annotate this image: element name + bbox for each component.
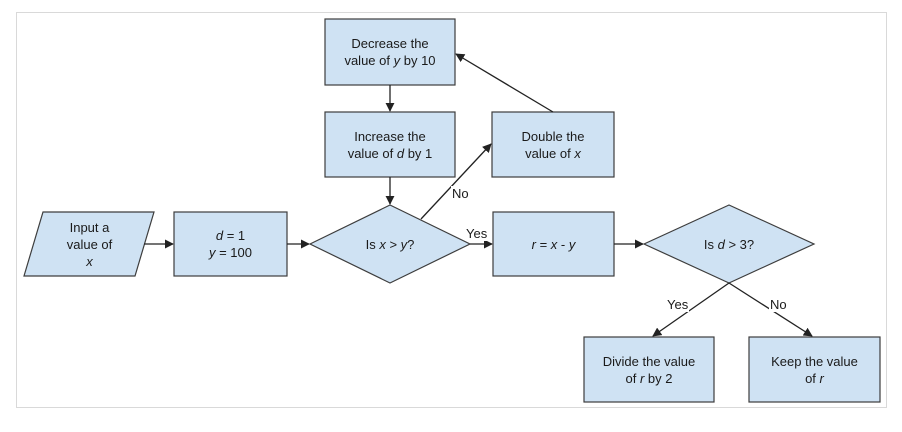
init-label: d = 1 y = 100: [174, 212, 287, 276]
init-d-var: d: [215, 228, 224, 243]
divide-line1: Divide the value: [602, 353, 696, 369]
decrease-label: Decrease the value of y by 10: [325, 19, 455, 85]
double-line1: Double the: [521, 128, 585, 144]
divide-r-box: [583, 336, 715, 403]
increase-line1: Increase the: [354, 128, 426, 144]
edge-label-xy-yes: Yes: [465, 226, 489, 241]
decision-d-post: > 3?: [724, 236, 755, 252]
increase-d-box: [324, 111, 456, 178]
arrow-double-to-decrease: [455, 53, 554, 113]
edge-label-d-yes: Yes: [666, 297, 690, 312]
rcalc-eq: =: [535, 236, 551, 252]
init-y-rest: = 100: [215, 245, 252, 260]
rcalc-minus: -: [557, 236, 569, 252]
divide-label: Divide the value of r by 2: [584, 337, 714, 402]
divide-pre: of: [625, 370, 640, 386]
keep-label: Keep the value of r: [749, 337, 880, 402]
input-var: x: [86, 253, 93, 269]
double-x-box: [491, 111, 615, 178]
keep-var: r: [819, 370, 824, 386]
keep-line1: Keep the value: [771, 353, 858, 369]
decision-xy-pre: Is: [365, 236, 380, 252]
double-label: Double the value of x: [492, 112, 614, 177]
decision-xy-y: y: [400, 236, 408, 252]
input-parallelogram: [23, 211, 155, 277]
double-var: x: [574, 145, 581, 161]
increase-post: by 1: [404, 145, 433, 161]
rcalc-r: r: [531, 236, 536, 252]
decrease-y-box: [324, 18, 456, 86]
edge-label-xy-no: No: [451, 186, 470, 201]
increase-var: d: [396, 145, 405, 161]
keep-r-box: [748, 336, 881, 403]
decision-xy-x: x: [379, 236, 386, 252]
init-y-var: y: [208, 245, 216, 260]
decrease-line1: Decrease the: [351, 36, 429, 51]
arrow-decision-no-to-double: [420, 143, 492, 220]
arrow-decision-d-yes-to-divide: [652, 282, 730, 337]
divide-post: by 2: [644, 370, 673, 386]
decision-d-var: d: [717, 236, 725, 252]
decision-d-label: Is d > 3?: [669, 226, 789, 262]
decrease-post: by 10: [400, 53, 436, 68]
rcalc-y: y: [568, 236, 576, 252]
decrease-pre: value of: [344, 53, 394, 68]
input-line1: Input a: [69, 219, 110, 235]
keep-pre: of: [805, 370, 820, 386]
divide-var: r: [639, 370, 645, 386]
increase-pre: value of: [347, 145, 397, 161]
decision-d-gt-3-diamond: [642, 204, 816, 284]
decision-d-pre: Is: [703, 236, 718, 252]
double-pre: value of: [525, 145, 575, 161]
decrease-var: y: [393, 53, 401, 68]
input-line2: value of: [66, 236, 113, 252]
decision-xy-post: ?: [407, 236, 415, 252]
decision-xy-label: Is x > y?: [330, 226, 450, 262]
init-box: [173, 211, 288, 277]
init-d-rest: = 1: [223, 228, 246, 243]
input-label: Input a value of x: [34, 212, 145, 276]
rcalc-x: x: [550, 236, 558, 252]
decision-xy-mid: >: [385, 236, 401, 252]
edge-label-d-no: No: [769, 297, 788, 312]
r-calc-label: r = x - y: [493, 212, 614, 276]
increase-label: Increase the value of d by 1: [325, 112, 455, 177]
